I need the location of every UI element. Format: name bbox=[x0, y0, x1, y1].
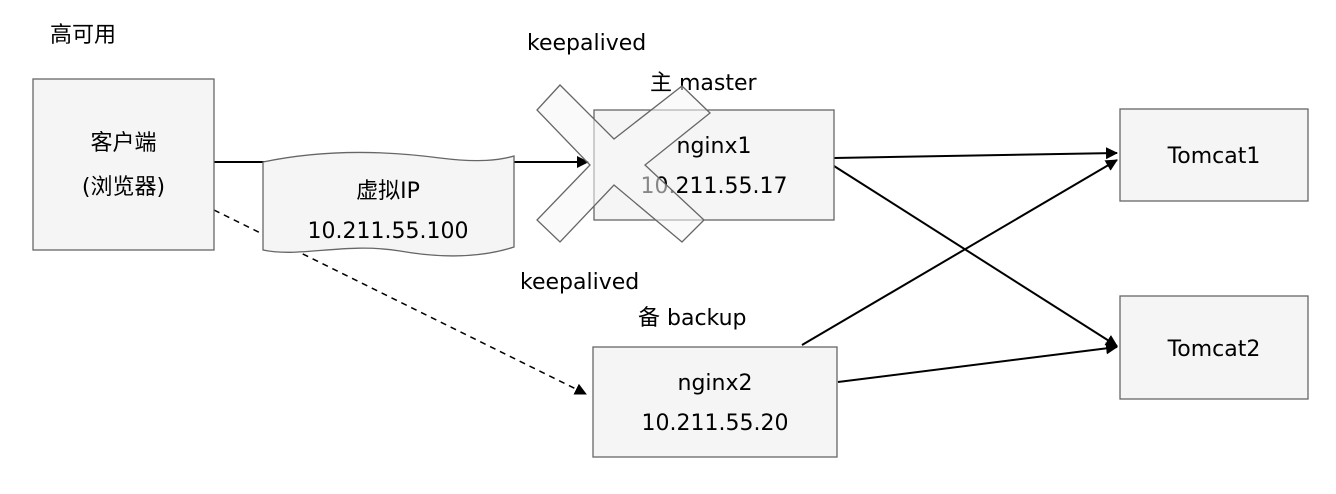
client-label: 客户端 bbox=[90, 131, 156, 156]
tomcat2-name: Tomcat2 bbox=[1167, 337, 1261, 362]
tomcat1-node: Tomcat1 bbox=[1119, 108, 1309, 202]
master-keepalived-label: keepalived bbox=[527, 31, 646, 56]
client-node: 客户端 (浏览器) bbox=[32, 78, 215, 251]
master-role-label: 主 master bbox=[650, 71, 758, 96]
backup-keepalived-label: keepalived bbox=[520, 270, 639, 295]
backup-to-tomcat1-connector bbox=[801, 159, 1118, 346]
tomcat1-name: Tomcat1 bbox=[1167, 144, 1261, 169]
failure-x-icon bbox=[536, 84, 711, 243]
nginx2-node: nginx2 10.211.55.20 bbox=[592, 346, 838, 458]
nginx2-ip: 10.211.55.20 bbox=[642, 411, 789, 436]
virtual-ip-node: 虚拟IP 10.211.55.100 bbox=[262, 151, 515, 257]
nginx2-name: nginx2 bbox=[678, 371, 753, 396]
master-to-tomcat2-connector bbox=[833, 165, 1118, 347]
virtual-ip-address: 10.211.55.100 bbox=[308, 219, 469, 244]
backup-to-tomcat2-connector bbox=[837, 342, 1118, 383]
backup-role-label: 备 backup bbox=[638, 306, 747, 331]
master-to-tomcat1-connector bbox=[833, 147, 1118, 160]
page-title: 高可用 bbox=[50, 23, 116, 48]
client-sublabel: (浏览器) bbox=[82, 175, 165, 200]
nginx1-name: nginx1 bbox=[677, 134, 752, 159]
virtual-ip-label: 虚拟IP bbox=[356, 179, 420, 204]
tomcat2-node: Tomcat2 bbox=[1119, 295, 1309, 400]
